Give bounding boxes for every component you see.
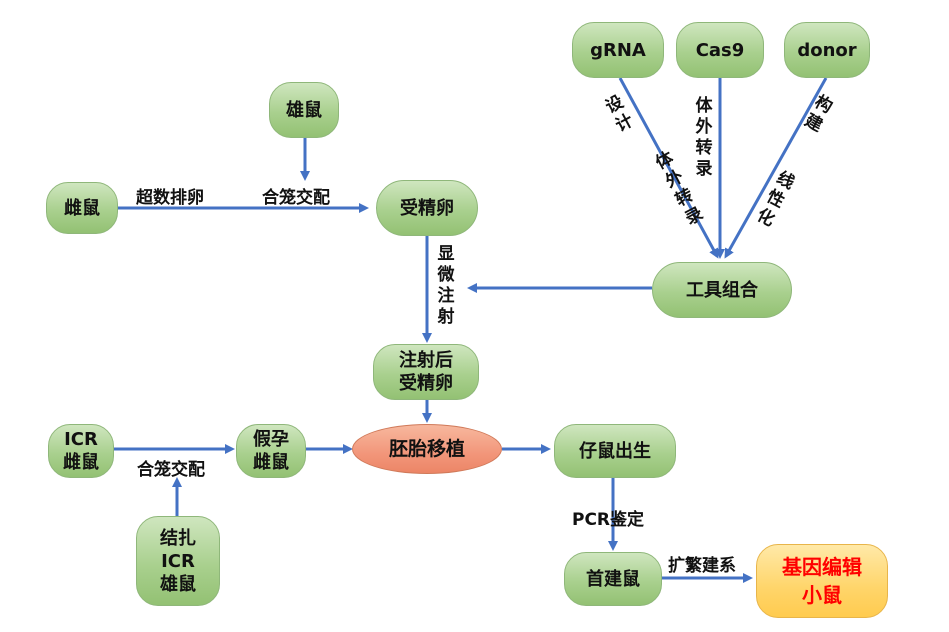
pcr-identification-label: PCR鉴定 [572, 510, 645, 530]
expand-breeding-label: 扩繁建系 [668, 556, 736, 576]
fertilized-egg-node: 受精卵 [376, 180, 478, 236]
female-mouse-node: 雌鼠 [46, 182, 118, 234]
grna-node: gRNA [572, 22, 664, 78]
cas9-node: Cas9 [676, 22, 764, 78]
gene-edited-mouse-node: 基因编辑 小鼠 [756, 544, 888, 618]
founder-mouse-node: 首建鼠 [564, 552, 662, 606]
donor-node: donor [784, 22, 870, 78]
injected-egg-node: 注射后 受精卵 [373, 344, 479, 400]
pups-born-node: 仔鼠出生 [554, 424, 676, 478]
pseudo-pregnant-female-node: 假孕 雌鼠 [236, 424, 306, 478]
tool-combination-node: 工具组合 [652, 262, 792, 318]
arrow-donor-to-tools [724, 77, 828, 259]
embryo-transfer-node: 胚胎移植 [352, 424, 502, 474]
male-mouse-node: 雄鼠 [269, 82, 339, 138]
cage-mating-top-label: 合笼交配 [262, 188, 330, 208]
arrow-grna-to-tools [618, 77, 719, 259]
ligated-icr-male-node: 结扎 ICR 雄鼠 [136, 516, 220, 606]
icr-female-node: ICR 雌鼠 [48, 424, 114, 478]
superovulation-label: 超数排卵 [136, 188, 204, 208]
microinjection-label: 显微注射 [437, 244, 455, 327]
in-vitro-transcription-cas9-label: 体外转录 [695, 96, 713, 179]
cage-mating-bottom-label: 合笼交配 [137, 460, 205, 480]
